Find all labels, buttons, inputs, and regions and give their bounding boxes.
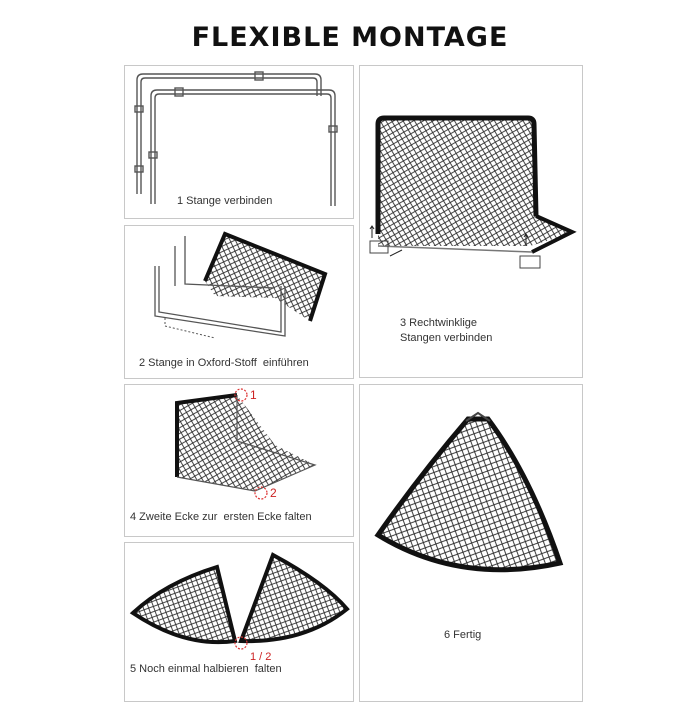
step-3-caption-line-2: Stangen verbinden <box>400 332 493 344</box>
step-2-panel: 2 Stange in Oxford-Stoff einführen <box>124 225 354 379</box>
step-1-caption: 1 Stange verbinden <box>177 195 273 207</box>
step-5-caption: 5 Noch einmal halbieren falten <box>130 663 282 675</box>
step-5-marker: 1 / 2 <box>250 651 272 663</box>
fold-again-illustration <box>129 552 350 650</box>
step-4-marker-2: 2 <box>270 486 277 500</box>
page-title: FLEXIBLE MONTAGE <box>191 22 509 53</box>
step-2-caption: 2 Stange in Oxford-Stoff einführen <box>139 357 309 369</box>
step-6-caption: 6 Fertig <box>444 629 482 641</box>
step-4-caption: 4 Zweite Ecke zur ersten Ecke falten <box>130 511 312 523</box>
step-3-caption: 3 Rechtwinklige Stangen verbinden <box>400 316 492 346</box>
frame-rods-illustration <box>134 71 338 206</box>
step-6-panel: 6 Fertig <box>359 384 583 702</box>
step-5-panel: 1 / 2 5 Noch einmal halbieren falten <box>124 542 354 702</box>
folded-goal-illustration <box>374 411 564 573</box>
fold-corner-illustration <box>175 388 317 500</box>
step-3-caption-line-1: 3 Rechtwinklige <box>400 317 478 329</box>
assembled-goal-illustration <box>369 115 577 269</box>
step-4-panel: 1 2 4 Zweite Ecke zur ersten Ecke falten <box>124 384 354 537</box>
step-3-panel: 3 Rechtwinklige Stangen verbinden <box>359 65 583 378</box>
insert-rod-illustration <box>154 231 328 339</box>
step-1-panel: 1 Stange verbinden <box>124 65 354 219</box>
step-4-marker-1: 1 <box>250 388 257 402</box>
